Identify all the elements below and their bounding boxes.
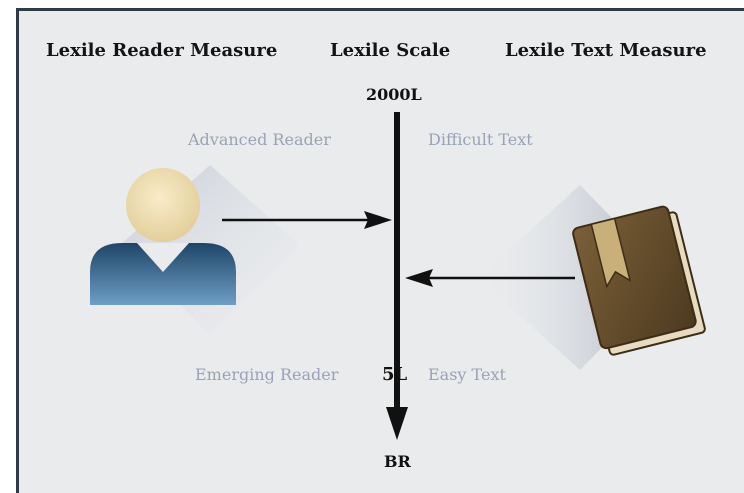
heading-lexile-scale: Lexile Scale [330, 40, 451, 61]
emerging-reader-label: Emerging Reader [195, 365, 339, 384]
advanced-reader-label: Advanced Reader [188, 130, 331, 149]
reader-arrowhead [364, 211, 392, 229]
heading-text-measure: Lexile Text Measure [505, 40, 707, 61]
person-icon [90, 168, 236, 305]
heading-reader-measure: Lexile Reader Measure [46, 40, 278, 61]
text-arrowhead [405, 269, 433, 287]
scale-5l-label: 5L [382, 364, 408, 385]
book-icon [572, 205, 706, 356]
scale-arrow-down [386, 407, 408, 440]
scale-top-label: 2000L [366, 85, 422, 104]
scale-br-label: BR [384, 452, 411, 471]
easy-text-label: Easy Text [428, 365, 506, 384]
difficult-text-label: Difficult Text [428, 130, 533, 149]
